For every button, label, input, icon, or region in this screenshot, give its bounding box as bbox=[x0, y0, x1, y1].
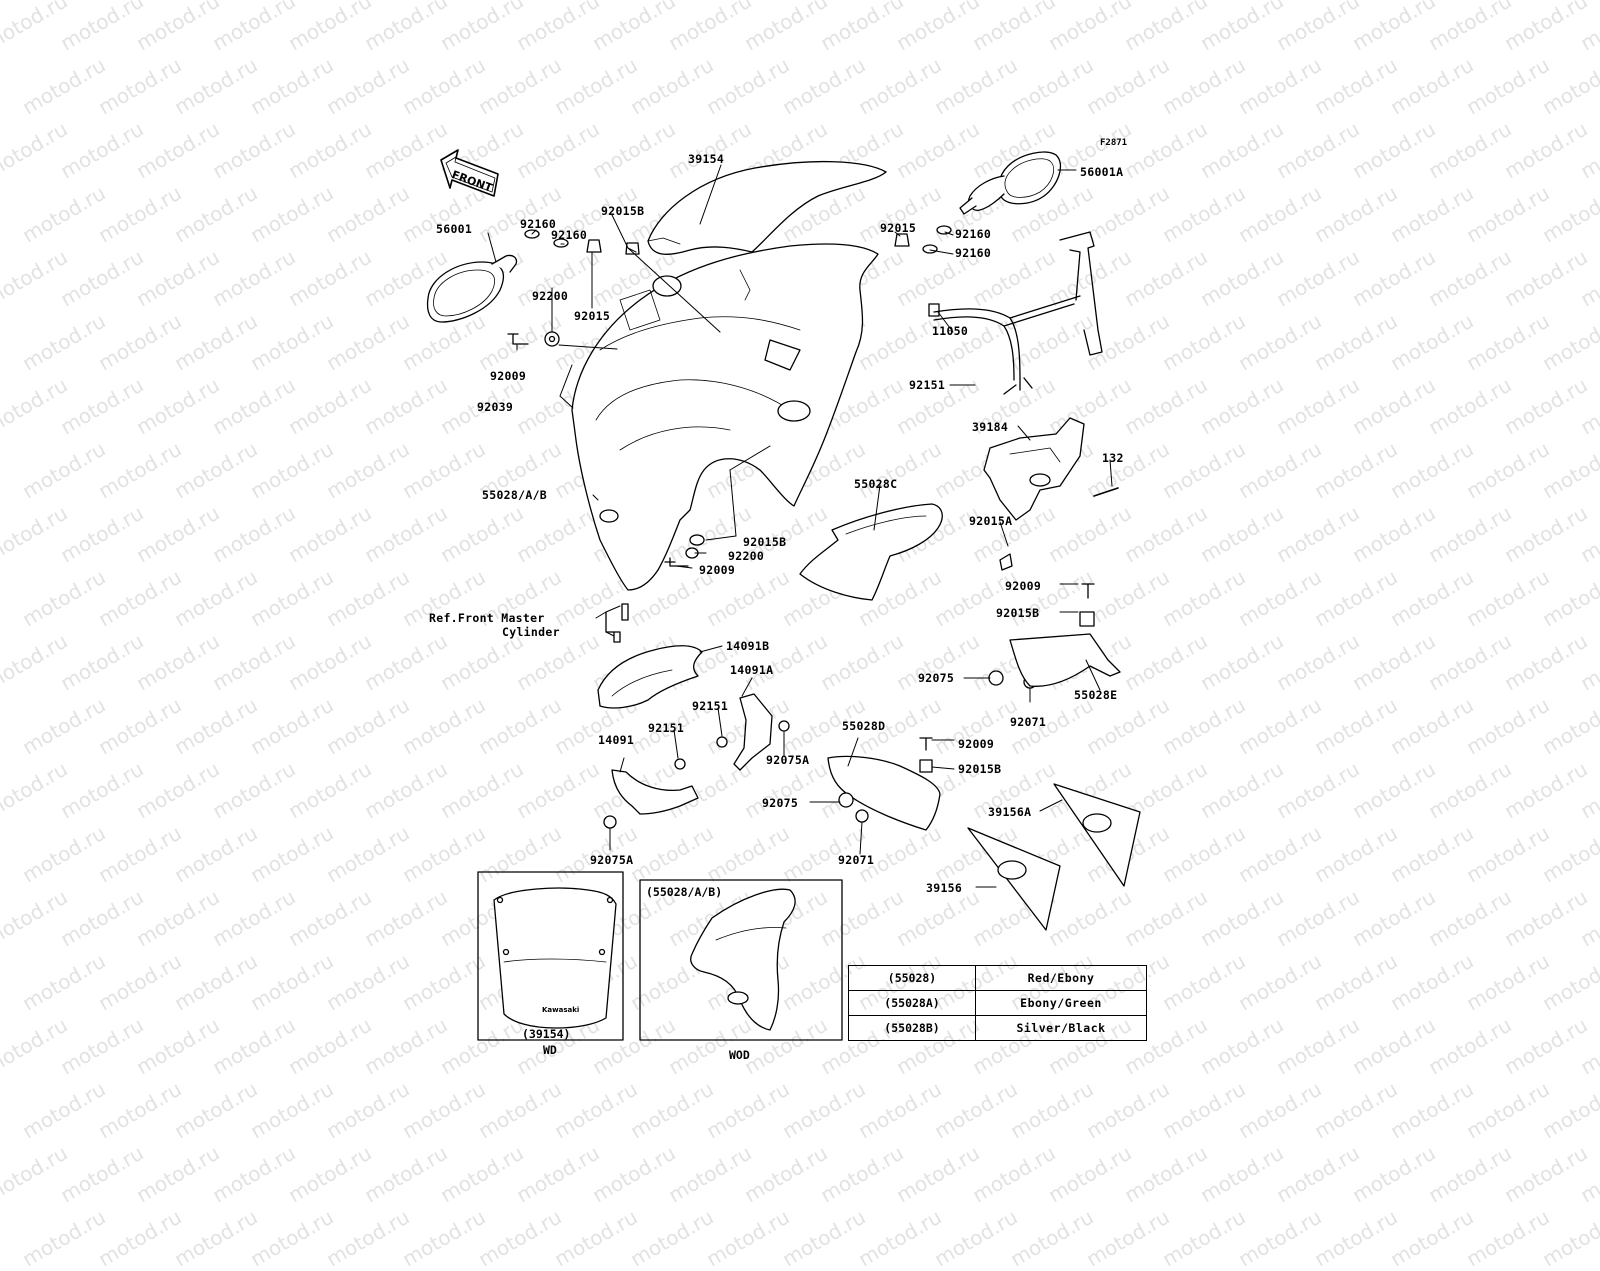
part-label-92015b: 92015B bbox=[996, 606, 1040, 620]
part-label-92075a: 92075A bbox=[766, 753, 810, 767]
color-table-row: (55028B) Silver/Black bbox=[848, 1015, 1147, 1041]
stay-bracket-drawing bbox=[928, 231, 1103, 395]
part-label-92200: 92200 bbox=[532, 289, 569, 303]
watermark-text: motod.ru bbox=[1310, 1204, 1402, 1271]
part-label-56001a: 56001A bbox=[1080, 165, 1124, 179]
watermark-text: motod.ru bbox=[1234, 1204, 1326, 1271]
watermark-text: motod.ru bbox=[702, 1204, 794, 1271]
figure-code: F2871 bbox=[1100, 138, 1128, 148]
ref-label-line1: Ref.Front Master bbox=[429, 611, 545, 625]
color-table-color: Silver/Black bbox=[975, 1015, 1147, 1041]
color-table-row: (55028) Red/Ebony bbox=[848, 965, 1147, 991]
part-label-92015b: 92015B bbox=[601, 204, 645, 218]
watermark-text: motod.ru bbox=[398, 1204, 490, 1271]
watermark-text: motod.ru bbox=[626, 1204, 718, 1271]
watermark-text: motod.ru bbox=[322, 1204, 414, 1271]
watermark-text: motod.ru bbox=[1006, 1204, 1098, 1271]
part-label-92200: 92200 bbox=[728, 549, 765, 563]
part-label-92039: 92039 bbox=[477, 400, 514, 414]
part-label-11050: 11050 bbox=[932, 324, 969, 338]
color-table-row: (55028A) Ebony/Green bbox=[848, 990, 1147, 1016]
part-label-55028-a-b: 55028/A/B bbox=[482, 488, 548, 502]
diagram-drawing: FRONT bbox=[426, 149, 1141, 1041]
part-label-55028c: 55028C bbox=[854, 477, 898, 491]
watermark-text: motod.ru bbox=[1538, 1204, 1600, 1271]
part-label-92160: 92160 bbox=[551, 228, 588, 242]
part-label-92160: 92160 bbox=[520, 217, 557, 231]
part-label-92075: 92075 bbox=[918, 671, 955, 685]
part-label-92015a: 92015A bbox=[969, 514, 1013, 528]
part-label-92015: 92015 bbox=[880, 221, 917, 235]
part-label-92009: 92009 bbox=[1005, 579, 1042, 593]
watermark-text: motod.ru bbox=[930, 1204, 1022, 1271]
part-label-14091b: 14091B bbox=[726, 639, 770, 653]
color-table: (55028) Red/Ebony (55028A) Ebony/Green (… bbox=[848, 965, 1147, 1041]
part-label-92151: 92151 bbox=[648, 721, 685, 735]
part-label-14091: 14091 bbox=[598, 733, 635, 747]
watermark-text: motod.ru bbox=[550, 1204, 642, 1271]
ref-label-line2: Cylinder bbox=[502, 625, 560, 639]
part-label-92071: 92071 bbox=[1010, 715, 1047, 729]
watermark-text: motod.ru bbox=[246, 1204, 338, 1271]
cover-14091-drawing bbox=[611, 769, 699, 815]
inset-fairing-drawing bbox=[690, 888, 796, 1031]
part-label-39156a: 39156A bbox=[988, 805, 1032, 819]
part-label-92071: 92071 bbox=[838, 853, 875, 867]
part-label-92151: 92151 bbox=[692, 699, 729, 713]
part-label-92160: 92160 bbox=[955, 227, 992, 241]
watermark-text: motod.ru bbox=[1386, 1204, 1478, 1271]
watermark-text: motod.ru bbox=[170, 1204, 262, 1271]
part-label-92015: 92015 bbox=[574, 309, 611, 323]
color-table-part: (55028B) bbox=[848, 1015, 976, 1041]
watermark-text: motod.ru bbox=[854, 1204, 946, 1271]
cover-14091a-drawing bbox=[733, 693, 773, 771]
part-label-92160: 92160 bbox=[955, 246, 992, 260]
inset-windshield-drawing: Kawasaki bbox=[493, 887, 617, 1029]
inset-logo-text: Kawasaki bbox=[542, 1006, 579, 1014]
part-label-92015b: 92015B bbox=[958, 762, 1002, 776]
part-label-14091a: 14091A bbox=[730, 663, 774, 677]
watermark-text: motod.ru bbox=[1082, 1204, 1174, 1271]
part-label-92075: 92075 bbox=[762, 796, 799, 810]
color-table-color: Ebony/Green bbox=[975, 990, 1147, 1016]
part-label-92009: 92009 bbox=[490, 369, 527, 383]
color-table-part: (55028A) bbox=[848, 990, 976, 1016]
part-label-92009: 92009 bbox=[958, 737, 995, 751]
windshield-shape bbox=[647, 160, 887, 255]
part-label-92015b: 92015B bbox=[743, 535, 787, 549]
part-label-92151: 92151 bbox=[909, 378, 946, 392]
part-label-39184: 39184 bbox=[972, 420, 1009, 434]
part-label-55028e: 55028E bbox=[1074, 688, 1118, 702]
part-label-55028d: 55028D bbox=[842, 719, 886, 733]
part-label-92075a: 92075A bbox=[590, 853, 634, 867]
watermark-text: motod.ru bbox=[778, 1204, 870, 1271]
watermark-text: motod.ru bbox=[1462, 1204, 1554, 1271]
front-arrow-icon: FRONT bbox=[440, 149, 499, 197]
cover-e-drawing bbox=[1009, 633, 1121, 687]
color-table-part: (55028) bbox=[848, 965, 976, 991]
inset-wod-caption: WOD bbox=[729, 1048, 750, 1062]
inset-wd-caption: WD bbox=[543, 1043, 557, 1057]
part-label-39154: 39154 bbox=[688, 152, 725, 166]
upper-bracket-drawing bbox=[983, 417, 1119, 521]
color-table-color: Red/Ebony bbox=[975, 965, 1147, 991]
cover-14091b-drawing bbox=[597, 645, 703, 709]
part-label-39156: 39156 bbox=[926, 881, 963, 895]
inset-wod-part: (55028/A/B) bbox=[646, 885, 723, 899]
inset-wd-part: (39154) bbox=[522, 1027, 571, 1041]
mirror-right-drawing bbox=[959, 151, 1061, 215]
watermark-text: motod.ru bbox=[1158, 1204, 1250, 1271]
watermark-text: motod.ru bbox=[474, 1204, 566, 1271]
part-label-92009: 92009 bbox=[699, 563, 736, 577]
main-fairing-drawing bbox=[571, 243, 879, 591]
part-label-132: 132 bbox=[1102, 451, 1124, 465]
panel-39156a-drawing bbox=[1053, 783, 1141, 887]
mirror-left-drawing bbox=[426, 254, 518, 323]
watermark-text: motod.ru bbox=[18, 1204, 110, 1271]
part-label-56001: 56001 bbox=[436, 222, 473, 236]
inner-cover-c-drawing bbox=[799, 503, 943, 601]
watermark-text: motod.ru bbox=[94, 1204, 186, 1271]
